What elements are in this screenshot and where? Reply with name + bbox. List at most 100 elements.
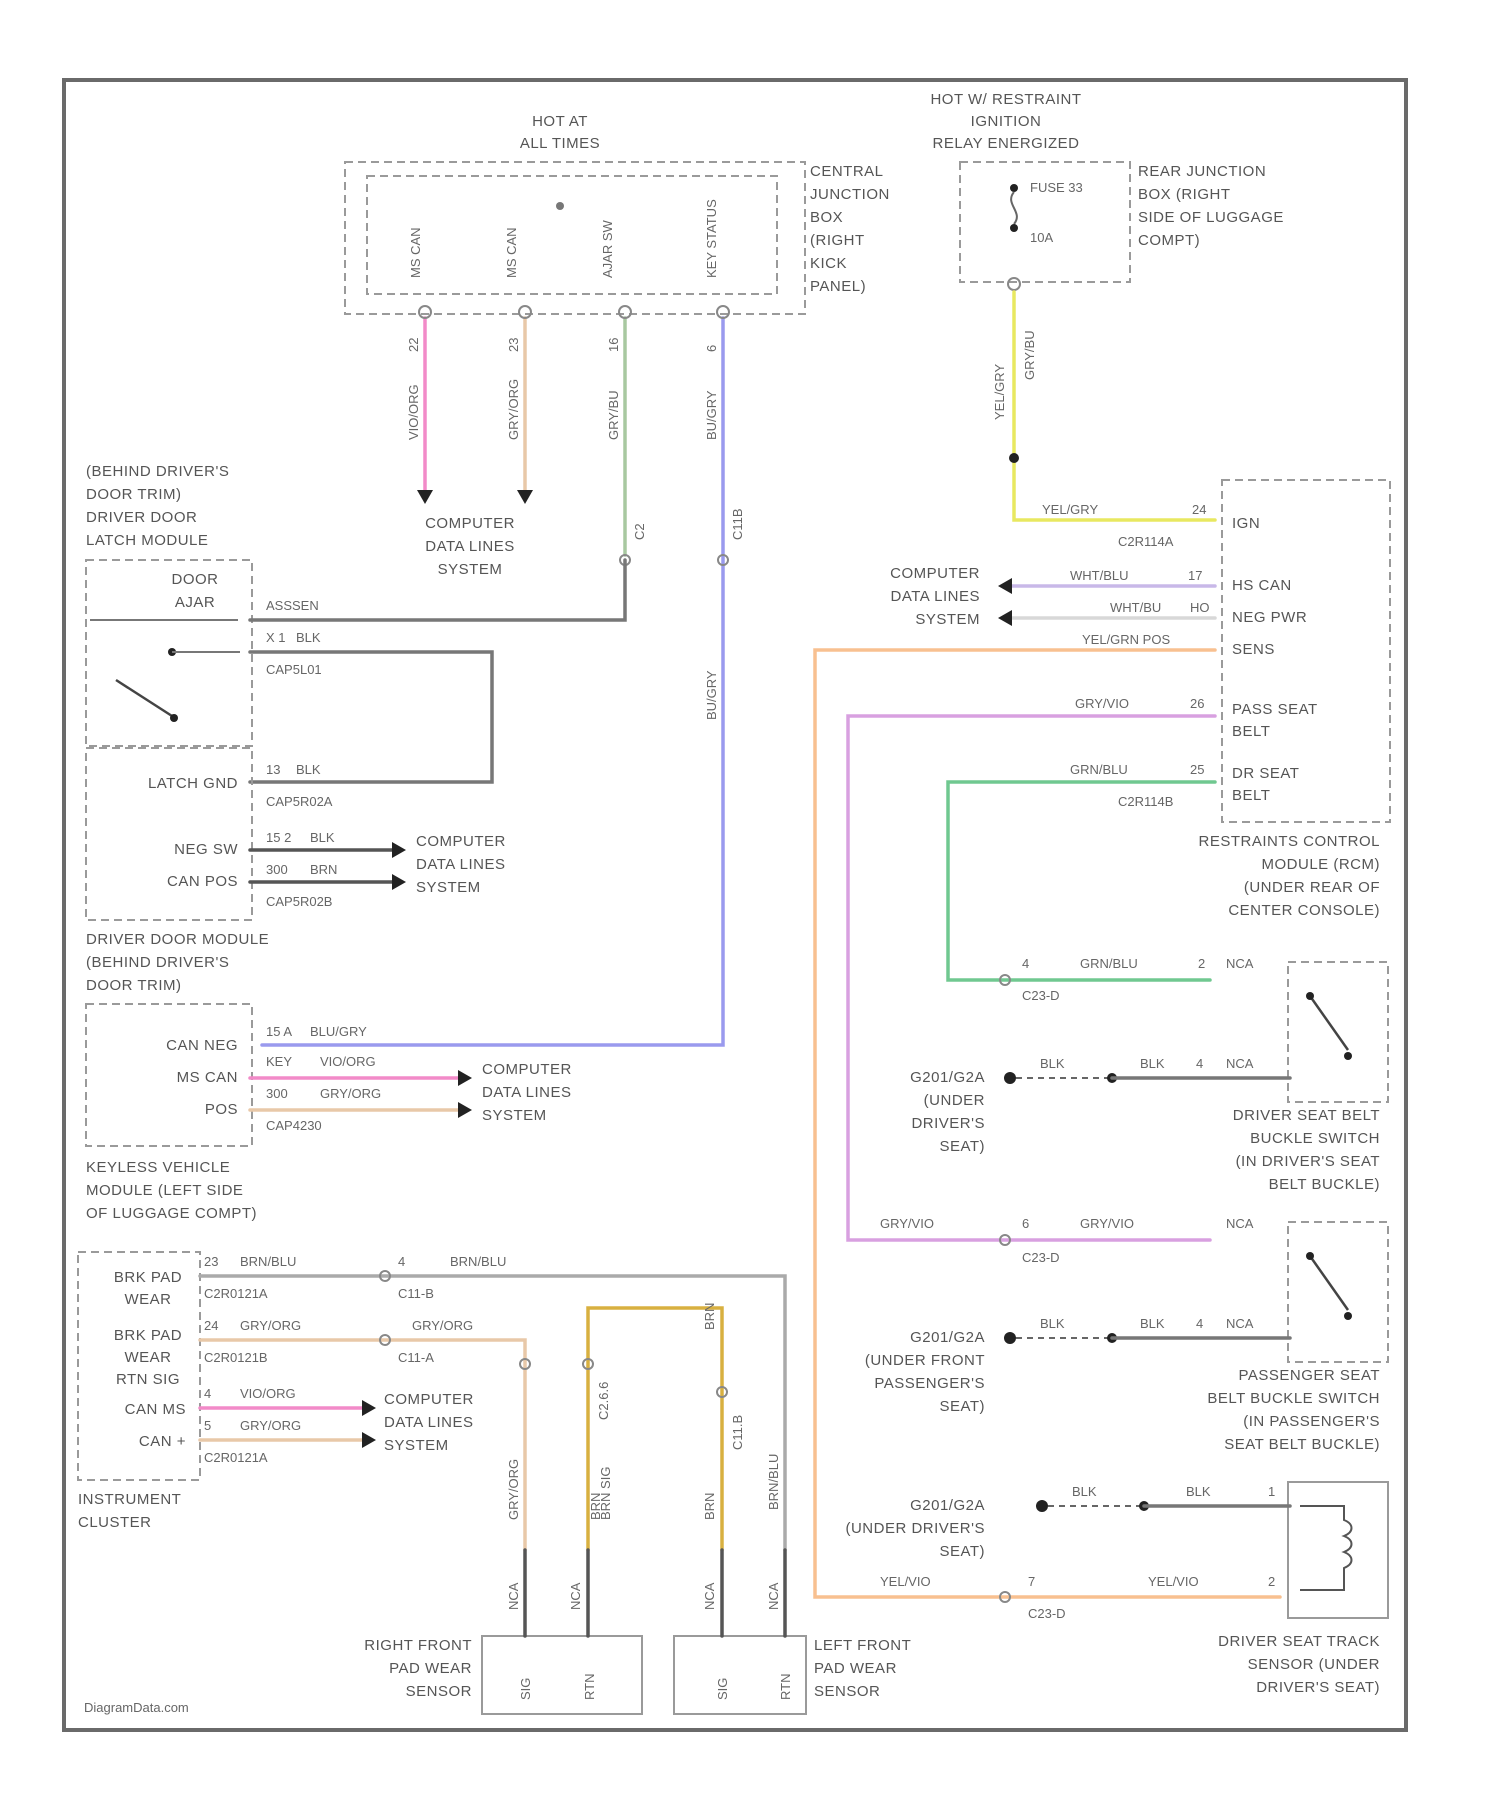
g201-pass-blk-2: BLK [1140, 1316, 1165, 1331]
svg-text:SIDE OF LUGGAGE: SIDE OF LUGGAGE [1138, 209, 1284, 226]
svg-text:(RIGHT: (RIGHT [810, 232, 865, 249]
fuse-wire-label: YEL/GRY [992, 364, 1007, 420]
track-sensor-label: DRIVER SEAT TRACK SENSOR (UNDER DRIVER'S… [1218, 1633, 1380, 1696]
rear-junction-conn [1008, 278, 1020, 290]
hs-can-pin: 17 [1188, 568, 1202, 583]
svg-text:INSTRUMENT: INSTRUMENT [78, 1491, 181, 1508]
arrow-neg-sw [392, 842, 406, 858]
g201-pass-label: G201/G2A (UNDER FRONT PASSENGER'S SEAT) [865, 1329, 985, 1415]
driver-buckle-pivot [1306, 992, 1314, 1000]
rf-pad-sensor-box [482, 1636, 642, 1714]
neg-sw-label: NEG SW [174, 841, 238, 858]
rcm-ign: IGN [1232, 515, 1260, 532]
rcm-dr-belt-2: BELT [1232, 787, 1270, 804]
door-conn: CAP5L01 [266, 662, 322, 677]
svg-text:MODULE (LEFT SIDE: MODULE (LEFT SIDE [86, 1182, 243, 1199]
svg-text:BELT BUCKLE): BELT BUCKLE) [1269, 1176, 1380, 1193]
brk1-pin: 23 [204, 1254, 218, 1269]
cjb-pink-id: 22 [406, 338, 421, 352]
track-sensor-coil [1300, 1506, 1352, 1590]
brk1-c-pin: 4 [398, 1254, 405, 1269]
ign-conn: C2R114A [1118, 534, 1174, 549]
can-ms-label: CAN MS [125, 1401, 186, 1418]
watermark: DiagramData.com [84, 1700, 189, 1715]
svg-text:SYSTEM: SYSTEM [438, 561, 503, 578]
svg-text:SEAT): SEAT) [939, 1398, 985, 1415]
brk2-label-3: RTN SIG [116, 1371, 180, 1388]
dr-buckle-pin: 4 [1022, 956, 1029, 971]
ign-pin: 24 [1192, 502, 1206, 517]
pad-conn-a-label: C2.6.6 [596, 1382, 611, 1420]
cjb-pin-key-status: KEY STATUS [704, 199, 719, 278]
cjb-conn-3 [619, 306, 631, 318]
brk2-label-2: WEAR [125, 1349, 172, 1366]
rf-sig: SIG [518, 1678, 533, 1700]
pass-buckle-color-2: GRY/VIO [1080, 1216, 1134, 1231]
brk1-color: BRN/BLU [240, 1254, 296, 1269]
brk1-c-color: BRN/BLU [450, 1254, 506, 1269]
rear-junction-label: REAR JUNCTION BOX (RIGHT SIDE OF LUGGAGE… [1138, 163, 1284, 249]
g201-driver-label: G201/G2A (UNDER DRIVER'S SEAT) [910, 1069, 985, 1155]
arrow-hs-can [998, 578, 1012, 594]
door-ajar-2: AJAR [175, 594, 215, 611]
g201-pass-blk-1: BLK [1040, 1316, 1065, 1331]
pass-buckle-pivot [1306, 1252, 1314, 1260]
svg-text:SEAT BELT BUCKLE): SEAT BELT BUCKLE) [1224, 1436, 1380, 1453]
cjb-label: CENTRAL JUNCTION BOX (RIGHT KICK PANEL) [810, 163, 890, 295]
svg-text:(UNDER: (UNDER [924, 1092, 985, 1109]
svg-text:DRIVER SEAT BELT: DRIVER SEAT BELT [1233, 1107, 1380, 1124]
driver-door-module-label: DRIVER DOOR MODULE (BEHIND DRIVER'S DOOR… [86, 931, 269, 994]
lf-rtn: RTN [778, 1674, 793, 1700]
track-conn: C23-D [1028, 1606, 1066, 1621]
svg-text:COMPUTER: COMPUTER [416, 833, 506, 850]
svg-text:COMPUTER: COMPUTER [384, 1391, 474, 1408]
sens-wire: YEL/GRN POS [1082, 632, 1170, 647]
arrow-can-pos [392, 874, 406, 890]
fuse-wire-color: GRY/BU [1022, 330, 1037, 380]
driver-door-module-box [86, 748, 252, 920]
svg-text:DOOR TRIM): DOOR TRIM) [86, 977, 182, 994]
can-pos-color: BRN [310, 862, 337, 877]
svg-text:CENTER CONSOLE): CENTER CONSOLE) [1228, 902, 1380, 919]
wire-sens-orange [815, 650, 1280, 1597]
can-pos-conn: CAP5R02B [266, 894, 332, 909]
dr-belt-conn: C2R114B [1118, 794, 1173, 809]
svg-text:REAR JUNCTION: REAR JUNCTION [1138, 163, 1266, 180]
arrow-tan [517, 490, 533, 504]
svg-text:CLUSTER: CLUSTER [78, 1514, 152, 1531]
pad-lf-1-color: BRN [702, 1303, 717, 1330]
track-wire-color-2: YEL/VIO [1148, 1574, 1199, 1589]
driver-buckle-contact [1310, 996, 1348, 1050]
cjb-green-id: 16 [606, 338, 621, 352]
svg-text:IGNITION: IGNITION [971, 113, 1042, 130]
svg-text:(UNDER REAR OF: (UNDER REAR OF [1244, 879, 1380, 896]
svg-text:DATA LINES: DATA LINES [482, 1084, 571, 1101]
ign-splice [1009, 453, 1019, 463]
door-ajar-switch-arm [116, 680, 172, 716]
lf-sig: SIG [715, 1678, 730, 1700]
canms-pin: 4 [204, 1386, 211, 1401]
svg-text:PASSENGER SEAT: PASSENGER SEAT [1239, 1367, 1380, 1384]
g201-driver-pin: 4 [1196, 1056, 1203, 1071]
g201-pass-pin: 4 [1196, 1316, 1203, 1331]
canplus-color: GRY/ORG [240, 1418, 301, 1433]
cdl-top-label: COMPUTER DATA LINES SYSTEM [425, 515, 515, 578]
svg-text:COMPUTER: COMPUTER [890, 565, 980, 582]
hot-restraint-label: HOT W/ RESTRAINT IGNITION RELAY ENERGIZE… [930, 91, 1081, 152]
hot-all-times-line2: ALL TIMES [520, 135, 600, 152]
blue-vertical-label: BU/GRY [704, 670, 719, 720]
pad-brn-sig-label: BRN SIG [598, 1467, 613, 1520]
svg-text:OF LUGGAGE COMPT): OF LUGGAGE COMPT) [86, 1205, 257, 1222]
g201-track-label: G201/G2A (UNDER DRIVER'S SEAT) [845, 1497, 985, 1560]
rcm-hs-can: HS CAN [1232, 577, 1292, 594]
wire-ign-yellow [1014, 292, 1215, 520]
pass-buckle-nca: NCA [1226, 1216, 1254, 1231]
svg-text:DOOR TRIM): DOOR TRIM) [86, 486, 182, 503]
svg-text:(UNDER DRIVER'S: (UNDER DRIVER'S [845, 1520, 985, 1537]
door-x1: X 1 [266, 630, 286, 645]
latch-gnd-label: LATCH GND [148, 775, 238, 792]
svg-text:DATA LINES: DATA LINES [891, 588, 980, 605]
canms-color: VIO/ORG [240, 1386, 296, 1401]
cjb-blue-color: BU/GRY [704, 390, 719, 440]
neg-pwr-pin: HO [1190, 600, 1210, 615]
